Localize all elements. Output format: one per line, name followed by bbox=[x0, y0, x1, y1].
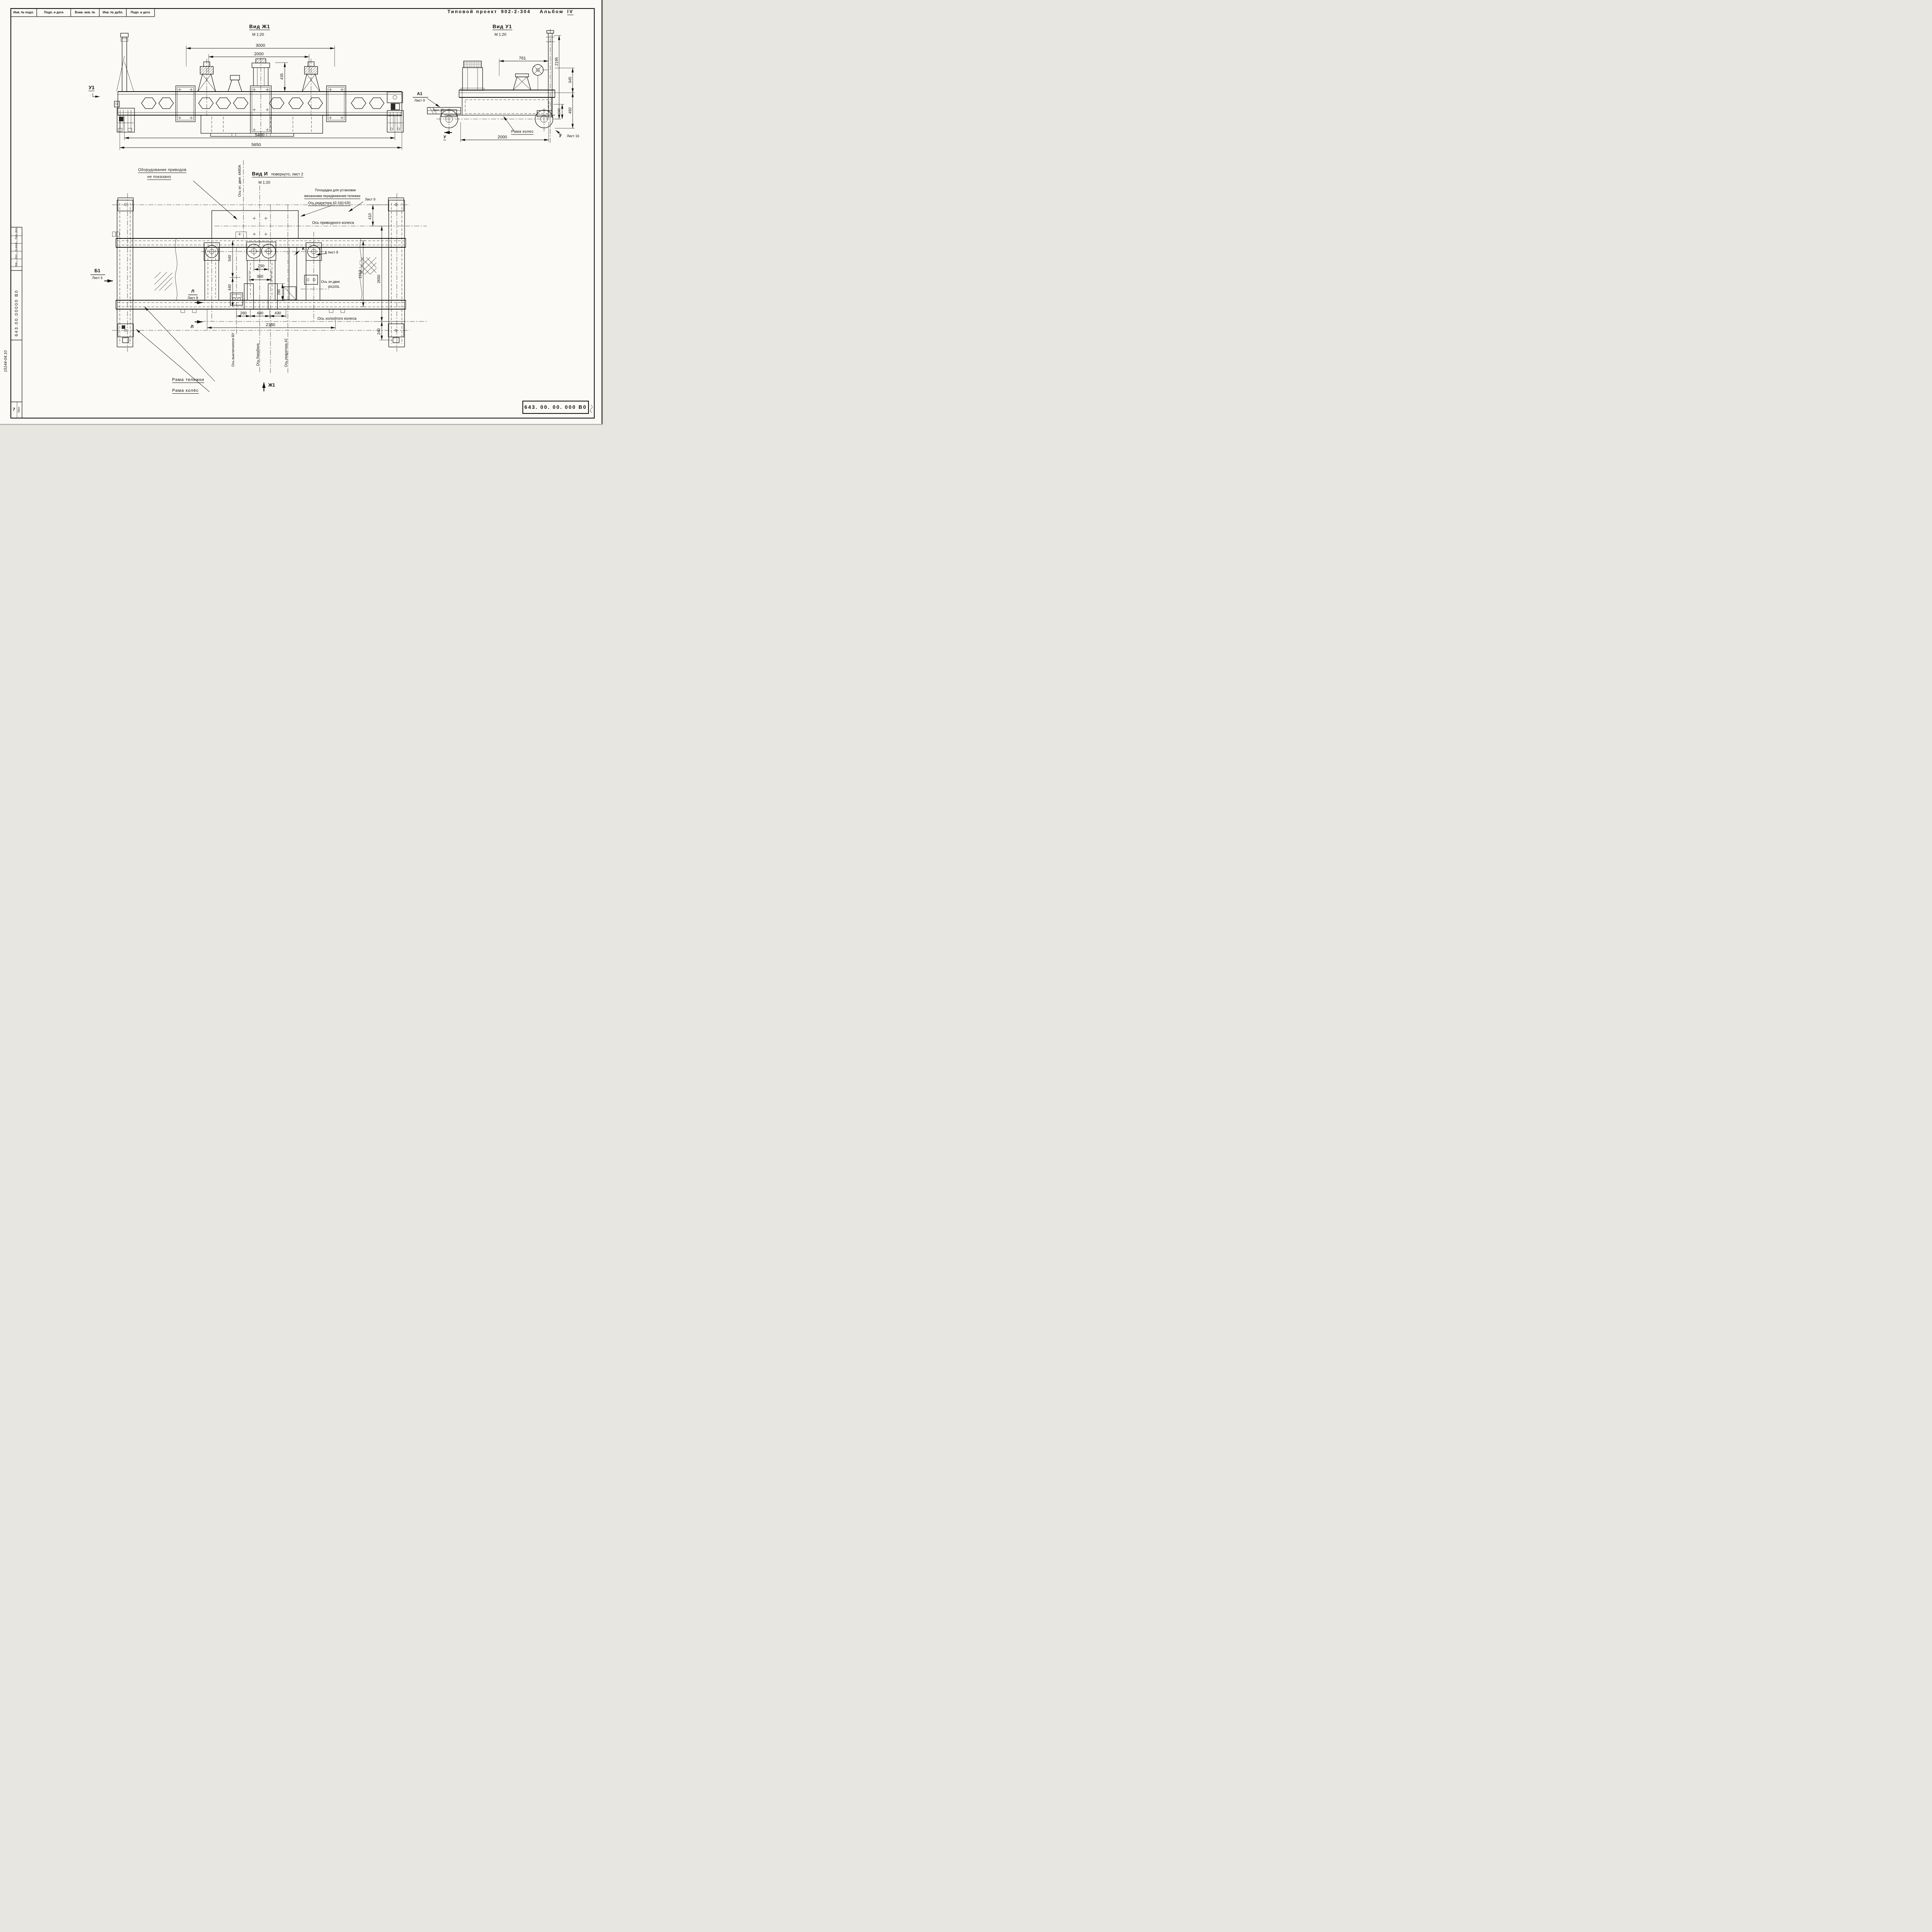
axis-idle-wheel: Ось холостого колеса bbox=[317, 316, 357, 321]
marker-u1: У1 bbox=[88, 85, 95, 92]
marker-zh1-arrow-label: Ж1 bbox=[268, 382, 275, 388]
axis-drum: Ось барабана bbox=[256, 343, 260, 366]
frame-linework bbox=[10, 8, 595, 419]
stamp-cell-inv-podl: Инв. № подл. bbox=[13, 10, 34, 14]
platform-note-line1: Площадка для установки bbox=[315, 188, 356, 192]
frame-wheels-label: Рама колёс bbox=[172, 388, 199, 394]
sheet-number: 7 bbox=[12, 407, 15, 412]
marker-u: У bbox=[443, 135, 446, 141]
view-u1-scale: М 1:20 bbox=[494, 32, 507, 37]
dim-430: 430 bbox=[274, 311, 281, 316]
dim-410: 410 bbox=[368, 213, 372, 220]
note-equipment-line2: не показано bbox=[147, 175, 171, 180]
dim-2000-side: 2000 bbox=[497, 134, 507, 139]
dim-2180: 2180 bbox=[265, 322, 276, 327]
marker-u-right: У bbox=[559, 133, 562, 138]
stamp-cell-vzam-inv: Взам. инв. № bbox=[75, 10, 95, 14]
stamp-cell-podp-data1: Подп. и дата bbox=[44, 10, 63, 14]
axis-reducer-42: Ось редуктора 42 bbox=[284, 338, 288, 367]
scan-edge-bottom bbox=[0, 424, 603, 425]
project-number: 902-2-304 bbox=[501, 9, 531, 14]
sheet-label: Лист bbox=[18, 406, 21, 413]
album-number: IV bbox=[567, 9, 574, 15]
dim-492: 492 bbox=[568, 107, 573, 114]
dim-1510: 1510 bbox=[358, 270, 363, 279]
side-doc-number: 643.00.00000 В0 bbox=[14, 289, 19, 337]
axis-switch-vu: Ось выключателя ВУ bbox=[231, 332, 235, 367]
wheel-frame-label: Рама колес bbox=[511, 129, 534, 135]
marker-b1-sheet: Лист 6 bbox=[92, 276, 103, 280]
side-hand-number: 15144-04.10 bbox=[3, 350, 8, 372]
view-u1-title: Вид У1 bbox=[492, 24, 512, 31]
title-block-doc-number: 643. 00. 00. 000 В0 bbox=[524, 404, 587, 410]
drawing-sheet: Инв. № подл. Подп. и дата Взам. инв. № И… bbox=[0, 0, 603, 425]
arm-sheet-ref: Лист 13 bbox=[432, 108, 444, 112]
dim-2000-top: 2000 bbox=[254, 51, 264, 56]
dim-5400: 5400 bbox=[255, 133, 265, 138]
marker-a1-sheet: Лист 9 bbox=[414, 99, 425, 103]
revision-col-izm: Изм. bbox=[15, 262, 17, 267]
album-label: Альбом bbox=[539, 9, 564, 14]
dim-761: 761 bbox=[519, 56, 526, 61]
marker-a1: А1 bbox=[417, 91, 423, 96]
dim-480: 480 bbox=[257, 311, 264, 316]
marker-b1: Б1 bbox=[94, 268, 100, 274]
axis-motor-4a100-line2: 4А100L bbox=[328, 285, 340, 289]
marker-u-right-sheet: Лист 16 bbox=[566, 134, 580, 138]
axis-motor-4a80a: Ось эл. двиг. 4А80А bbox=[238, 165, 242, 197]
view-i-linework bbox=[90, 160, 427, 392]
dim-3000: 3000 bbox=[255, 43, 265, 48]
revision-col-docnum: № докум. bbox=[15, 242, 17, 252]
dim-2195: 2195 bbox=[554, 57, 559, 66]
dim-5650: 5650 bbox=[251, 142, 261, 147]
marker-k-sheet: К лист 8 bbox=[325, 250, 338, 255]
dim-290: 290 bbox=[277, 289, 281, 295]
dim-260: 260 bbox=[240, 311, 247, 316]
frame-trolley-label: Рама тележки bbox=[172, 378, 204, 383]
revision-col-podp: Подп. bbox=[15, 233, 17, 240]
axis-motor-4a100-line1: Ось эл.двиг. bbox=[321, 280, 341, 284]
project-title: Типовой проект bbox=[447, 9, 498, 14]
view-i-scale: М 1:20 bbox=[258, 180, 270, 185]
dim-250: 250 bbox=[258, 264, 265, 269]
stamp-cell-inv-dubl: Инв. № дубл. bbox=[102, 10, 123, 14]
marker-k: К bbox=[302, 246, 305, 251]
view-u1-linework bbox=[413, 29, 575, 144]
axis-reducer-42-160-630: Ось редуктора 42-160-630 bbox=[308, 201, 350, 206]
dim-345: 345 bbox=[568, 77, 573, 83]
dim-2650: 2650 bbox=[377, 274, 381, 284]
dim-435: 435 bbox=[280, 73, 284, 80]
view-zh1-scale: М 1:20 bbox=[252, 32, 264, 37]
platform-note-line2: механизма передвижения тележки bbox=[304, 194, 361, 199]
view-i-title-row: Вид И повернуто, лист 2 bbox=[252, 171, 303, 178]
view-zh1-title: Вид Ж1 bbox=[249, 24, 270, 31]
drawing-linework bbox=[10, 8, 595, 419]
axis-drive-wheel: Ось приводного колеса bbox=[312, 221, 354, 225]
dim-360: 360 bbox=[257, 274, 264, 279]
dim-240-plan: 240 bbox=[377, 328, 381, 335]
dim-440: 440 bbox=[228, 284, 232, 291]
marker-l-bottom: Л bbox=[190, 324, 194, 329]
marker-l-top-sheet: Лист 8 bbox=[187, 296, 198, 300]
view-i-title: Вид И bbox=[252, 171, 268, 177]
marker-l-top: Л bbox=[191, 289, 194, 294]
dim-240-side: 240 bbox=[557, 108, 561, 114]
stamp-cell-podp-data2: Подп. и дата bbox=[131, 10, 150, 14]
revision-col-data: Дата bbox=[15, 228, 17, 233]
sheet-header-title: Типовой проект 902-2-304 Альбом IV bbox=[447, 9, 574, 15]
revision-col-list: Лист bbox=[15, 254, 17, 259]
view-i-title-note: повернуто, лист 2 bbox=[271, 172, 303, 177]
scan-edge-right bbox=[601, 0, 603, 425]
platform-sheet-ref: Лист 9 bbox=[365, 197, 376, 202]
note-equipment-line1: Оборудование приводов bbox=[138, 168, 187, 173]
dim-540: 540 bbox=[228, 255, 232, 262]
view-zh1-linework bbox=[92, 33, 404, 150]
